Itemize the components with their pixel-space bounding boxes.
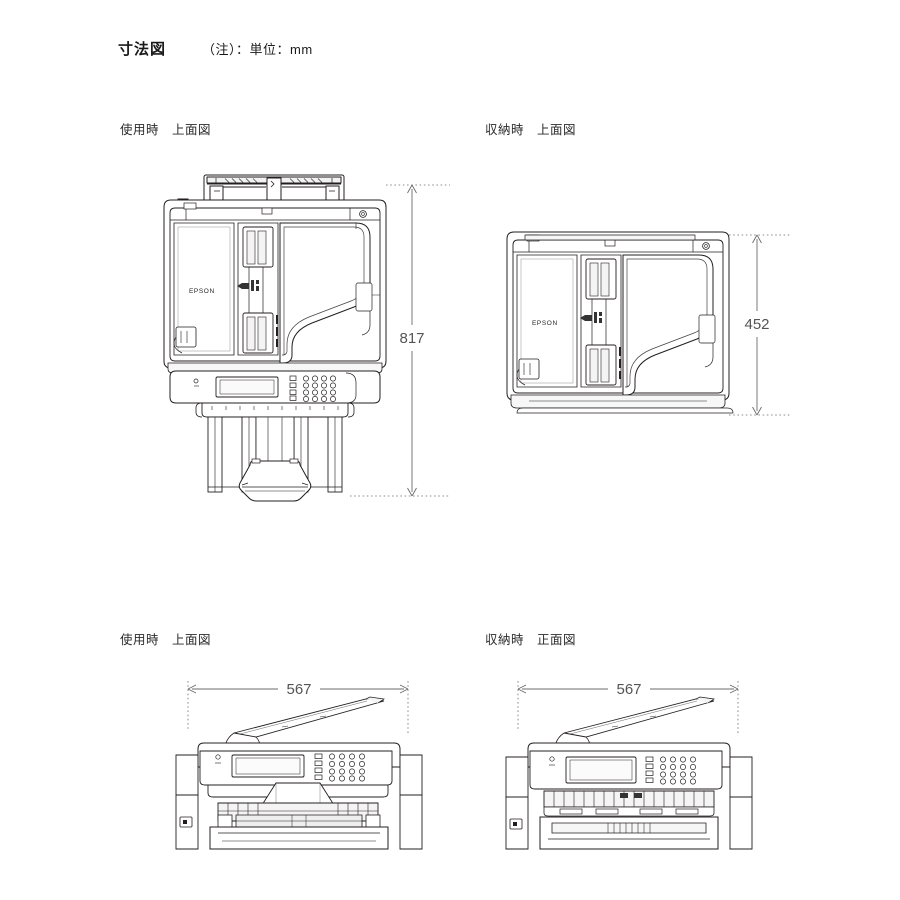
adf-tray-raised-right [551, 696, 715, 752]
caption-bottom-right: 収納時 正面図 [485, 633, 577, 647]
paper-cassette-front-left [175, 794, 423, 850]
caption-top-left: 使用時 上面図 [120, 123, 212, 137]
dimension-567-left: 567 [187, 681, 409, 735]
caption-top-right: 収納時 上面図 [485, 123, 577, 137]
power-indicator-icon-right [549, 756, 555, 762]
paper-cassette-front-right [505, 796, 753, 850]
scanner-lid-panel: EPSON [173, 222, 235, 356]
brand-label-top-view: EPSON [189, 288, 215, 295]
ink-label-icon [237, 280, 259, 291]
ink-label-icon-stored [580, 312, 602, 323]
figure-in-use-top-view: EPSON [150, 165, 460, 510]
power-indicator-icon-left [215, 754, 221, 760]
numeric-keypad-front-right [660, 756, 696, 785]
adf-tray-top [203, 174, 345, 202]
paper-stopper [238, 458, 312, 502]
figure-in-use-front-view: 567 [170, 675, 430, 855]
page-header: 寸法図 （注）：単位：mm [118, 38, 313, 59]
output-tray-front-left [207, 782, 389, 830]
caption-bottom-left: 使用時 上面図 [120, 633, 212, 647]
brand-label-stored-view: EPSON [532, 320, 558, 327]
dimension-value-567-left: 567 [286, 681, 311, 698]
closed-tray-front-right [543, 790, 715, 817]
output-tray-extended [195, 402, 355, 502]
unit-note: （注）：単位：mm [202, 42, 313, 57]
power-indicator-icon [193, 378, 199, 384]
dimension-452: 452 [729, 234, 791, 416]
dimension-817: 817 [350, 184, 450, 497]
numeric-keypad [303, 375, 336, 402]
function-keys-front-right [645, 756, 654, 783]
scanner-lid-panel-stored: EPSON [516, 254, 578, 388]
dimension-value-567-right: 567 [616, 681, 641, 698]
dimension-value-817: 817 [399, 330, 424, 347]
numeric-keypad-front-left [329, 753, 365, 782]
figure-stored-top-view: EPSON [495, 215, 795, 445]
adf-tray-raised-left [221, 696, 385, 752]
figure-stored-front-view: 567 [500, 675, 760, 855]
function-keys-front-left [314, 753, 323, 780]
cartridge-bay [237, 222, 282, 356]
page-title: 寸法図 [118, 41, 167, 58]
dimension-value-452: 452 [744, 316, 769, 333]
printer-shell-front-right [505, 742, 753, 798]
function-keys [289, 375, 297, 401]
printer-shell-front-left [175, 742, 423, 796]
dimension-567-right: 567 [517, 681, 739, 735]
paper-path-sweep-stored [622, 254, 716, 396]
cartridge-bay-stored [580, 254, 625, 388]
paper-path-sweep [279, 222, 380, 364]
control-panel [169, 370, 381, 404]
